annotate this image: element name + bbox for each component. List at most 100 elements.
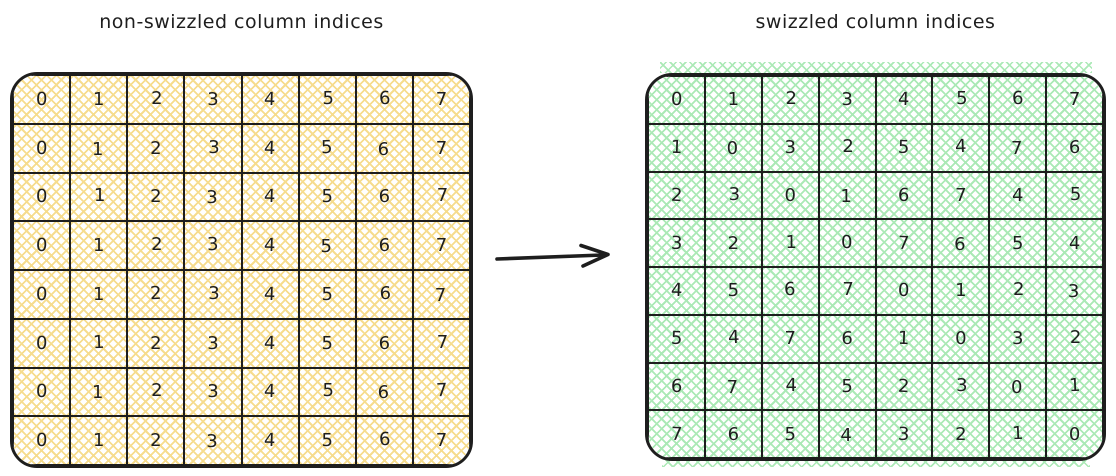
- grid-cell-value: 3: [206, 233, 220, 256]
- grid-cell-value: 5: [1011, 232, 1024, 254]
- grid-cell-value: 6: [378, 186, 391, 208]
- grid-cell-value: 3: [208, 282, 220, 304]
- grid-cell: 0: [13, 75, 71, 124]
- grid-cell: 0: [932, 314, 990, 363]
- grid-cell-value: 2: [897, 375, 911, 398]
- grid-cell: 2: [989, 267, 1047, 315]
- grid-cell: 7: [412, 172, 470, 222]
- grid-cell-value: 2: [727, 232, 740, 254]
- grid-cell: 1: [70, 123, 128, 173]
- grid-cell-value: 4: [263, 88, 277, 111]
- grid-cell: 4: [704, 314, 762, 363]
- grid-cell: 2: [127, 270, 185, 319]
- left-grid-title: non-swizzled column indices: [99, 11, 384, 33]
- grid-cell: 0: [989, 362, 1047, 411]
- grid-cell-value: 4: [840, 424, 852, 446]
- grid-cell-value: 1: [92, 88, 105, 110]
- grid-cell: 4: [875, 76, 933, 124]
- grid-cell: 5: [704, 267, 762, 315]
- grid-cell: 1: [989, 410, 1047, 458]
- grid-cell-value: 4: [263, 283, 277, 306]
- grid-cell: 0: [704, 123, 762, 172]
- grid-cell-value: 6: [727, 423, 740, 445]
- grid-cell-value: 4: [954, 135, 967, 158]
- grid-cell: 7: [989, 123, 1047, 172]
- grid-cell: 4: [241, 172, 299, 222]
- grid-cell: 4: [932, 123, 990, 172]
- grid-cell: 6: [355, 416, 413, 465]
- grid-cell: 3: [989, 314, 1047, 363]
- grid-cell: 5: [932, 76, 990, 124]
- grid-cell-value: 6: [378, 332, 391, 354]
- grid-cell: 7: [412, 75, 470, 124]
- grid-cell: 2: [127, 367, 185, 417]
- grid-cell-value: 1: [91, 138, 104, 160]
- grid-cell-value: 4: [263, 429, 277, 452]
- green-fill-overshoot-top: [660, 62, 1092, 73]
- grid-cell: 5: [298, 367, 356, 417]
- grid-cell: 3: [184, 75, 242, 124]
- grid-cell-value: 4: [670, 280, 683, 302]
- grid-cell-value: 7: [1068, 89, 1081, 111]
- grid-cell: 6: [355, 318, 413, 368]
- grid-cell: 7: [1046, 76, 1103, 124]
- grid-cell: 7: [412, 270, 470, 319]
- grid-cell-value: 2: [150, 332, 162, 354]
- grid-cell: 1: [761, 219, 819, 267]
- grid-cell-value: 6: [379, 282, 392, 304]
- grid-cell-value: 1: [897, 327, 911, 350]
- grid-cell: 4: [241, 123, 299, 173]
- grid-cell-value: 2: [151, 87, 163, 109]
- grid-cell-value: 5: [320, 236, 332, 258]
- grid-cell-value: 7: [435, 380, 448, 402]
- grid-cell-value: 7: [436, 331, 449, 353]
- grid-cell: 5: [298, 270, 356, 319]
- grid-cell-value: 0: [955, 328, 967, 350]
- grid-cell: 6: [989, 76, 1047, 124]
- grid-cell: 0: [875, 267, 933, 315]
- grid-cell: 4: [241, 270, 299, 319]
- grid-cell: 2: [648, 171, 705, 220]
- grid-cell-value: 5: [322, 87, 334, 109]
- grid-cell: 3: [761, 123, 819, 172]
- grid-cell-value: 2: [151, 234, 163, 256]
- grid-cell: 3: [184, 270, 242, 319]
- grid-cell-value: 3: [208, 136, 220, 158]
- grid-cell: 0: [13, 367, 71, 417]
- grid-cell: 0: [1046, 410, 1103, 458]
- grid-cell-value: 1: [785, 231, 797, 253]
- green-fill-overshoot-bottom: [662, 460, 1090, 467]
- grid-cell: 2: [127, 318, 185, 368]
- grid-cell-value: 1: [93, 185, 106, 207]
- grid-cell: 0: [13, 416, 71, 465]
- grid-cell-value: 0: [35, 186, 48, 208]
- grid-cell-value: 5: [321, 283, 333, 305]
- grid-cell: 6: [355, 75, 413, 124]
- grid-cell: 3: [184, 416, 242, 465]
- grid-cell-value: 4: [263, 332, 277, 354]
- grid-cell-value: 3: [206, 431, 218, 453]
- grid-cell-value: 2: [150, 430, 162, 452]
- grid-cell: 2: [1046, 314, 1103, 363]
- grid-cell: 5: [1046, 171, 1103, 220]
- grid-cell-value: 4: [897, 89, 911, 111]
- grid-cell: 1: [70, 221, 128, 270]
- grid-cell-value: 5: [321, 136, 334, 158]
- grid-cell-value: 6: [377, 138, 390, 160]
- grid-cell-value: 2: [1012, 279, 1025, 301]
- grid-cell: 3: [184, 318, 242, 368]
- grid-cell-value: 4: [1011, 184, 1024, 206]
- grid-cell: 7: [648, 410, 705, 458]
- right-arrow-icon: [495, 243, 610, 268]
- grid-cell: 6: [355, 221, 413, 270]
- grid-cell: 2: [127, 416, 185, 465]
- grid-cell-value: 1: [91, 382, 104, 404]
- grid-cell: 3: [1046, 267, 1103, 315]
- grid-cell: 2: [761, 76, 819, 124]
- grid-cell-value: 4: [1068, 232, 1081, 254]
- grid-cell-value: 7: [435, 430, 448, 452]
- grid-cell-value: 0: [35, 332, 48, 354]
- grid-cell-value: 2: [1069, 327, 1082, 349]
- grid-cell: 4: [761, 362, 819, 411]
- grid-cell-value: 2: [151, 380, 163, 402]
